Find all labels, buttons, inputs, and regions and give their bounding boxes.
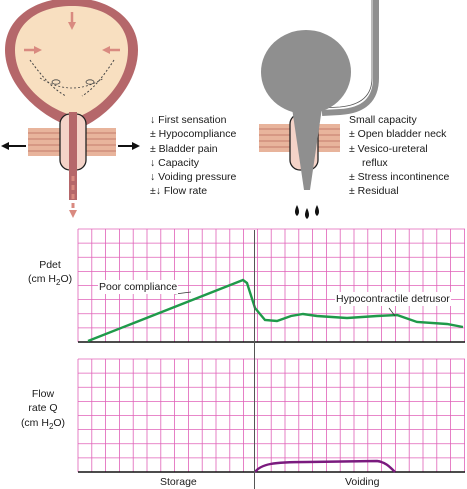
- voiding-label: Voiding: [345, 476, 380, 488]
- flow-ylabel: Flow rate Q (cm H2O): [14, 387, 72, 434]
- left-finding: ± Bladder pain: [150, 142, 218, 155]
- leak-drop-2: [305, 208, 309, 219]
- right-bladder-body: [261, 30, 351, 114]
- illustrations: [1, 0, 379, 219]
- left-finding: ↓ Voiding pressure: [150, 171, 237, 184]
- left-finding: ±↓ Flow rate: [150, 185, 208, 198]
- right-finding: ± Residual: [349, 185, 399, 198]
- right-open-neck: [292, 108, 322, 190]
- hypocontractile-label: Hypocontractile detrusor: [335, 292, 451, 307]
- pdet-trace: [87, 278, 464, 343]
- right-findings-list: Small capacity ± Open bladder neck ± Ves…: [349, 113, 449, 199]
- flow-ylabel-line2: rate Q: [28, 402, 58, 415]
- pdet-ylabel-sub: 2: [56, 278, 61, 288]
- right-ureter: [321, 0, 379, 116]
- left-finding: ↓ First sensation: [150, 114, 227, 126]
- flow-ylabel-post: O): [53, 416, 66, 429]
- right-finding: ± Vesico-ureteral: [349, 142, 428, 155]
- pdet-chart: [77, 228, 465, 343]
- left-bladder-lumen: [15, 6, 128, 116]
- flow-chart: [77, 358, 465, 473]
- pdet-ylabel: Pdet (cm H2O): [28, 258, 72, 291]
- flow-ylabel-pre: (cm H: [20, 416, 49, 429]
- flow-grid: [77, 358, 465, 473]
- right-finding: ± Open bladder neck: [349, 128, 447, 141]
- left-findings-list: ↓ First sensation ± Hypocompliance ± Bla…: [150, 113, 236, 199]
- left-bladder: [1, 0, 140, 218]
- flow-trace: [254, 459, 396, 473]
- right-finding: ± Stress incontinence: [349, 171, 450, 184]
- left-finding: ↓ Capacity: [150, 156, 200, 169]
- flow-ylabel-line3: (cm H2O): [14, 416, 72, 434]
- leak-drop-3: [315, 205, 319, 216]
- right-finding: reflux: [362, 156, 388, 169]
- flow-ylabel-line1: Flow: [31, 388, 55, 400]
- pdet-ylabel-pre: (cm H: [28, 273, 56, 286]
- hypocontractile-leader: [388, 307, 396, 317]
- pdet-ylabel-post: O): [60, 273, 73, 286]
- pdet-ylabel-line1: Pdet: [39, 259, 61, 271]
- left-finding: ± Hypocompliance: [150, 128, 237, 141]
- pdet-ylabel-line2: (cm H2O): [28, 272, 72, 290]
- poor-compliance-label: Poor compliance: [98, 280, 179, 295]
- storage-label: Storage: [160, 476, 197, 488]
- phase-divider: [254, 230, 255, 489]
- right-finding: Small capacity: [349, 114, 417, 126]
- leak-drop-1: [295, 205, 299, 216]
- right-bladder: [259, 0, 379, 219]
- flow-ylabel-sub: 2: [48, 421, 54, 431]
